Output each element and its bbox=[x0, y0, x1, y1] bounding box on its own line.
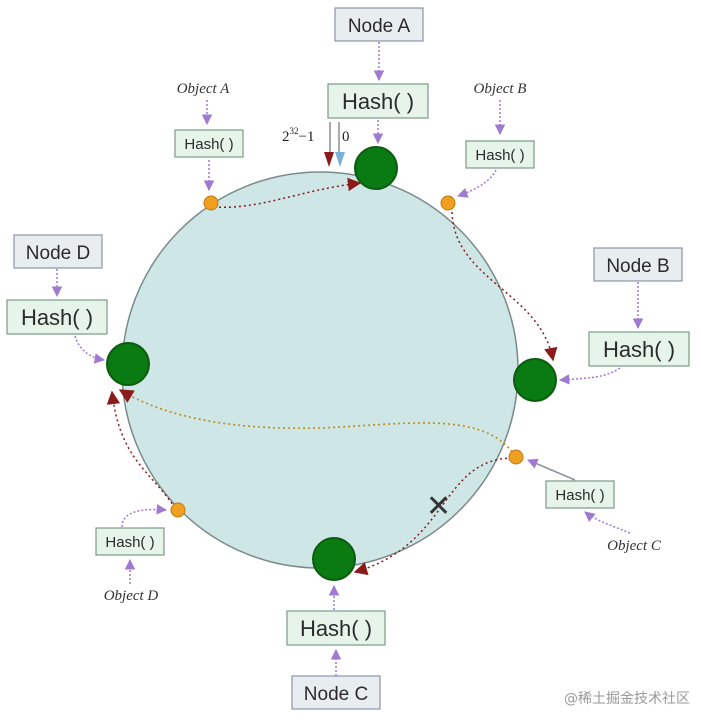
object-c-group: Hash( ) Object C bbox=[527, 458, 662, 554]
node-d-hash: Hash( ) bbox=[21, 305, 93, 330]
node-a-point bbox=[354, 146, 398, 190]
node-b-group: Node B Hash( ) bbox=[558, 247, 690, 385]
ring-origin-marker: 232−1 0 bbox=[282, 122, 350, 167]
object-b-point bbox=[440, 195, 456, 211]
object-a-point bbox=[203, 195, 219, 211]
cross-mark: ✕ bbox=[426, 489, 451, 524]
object-d-label: Object D bbox=[104, 588, 159, 604]
object-a-hash: Hash( ) bbox=[184, 136, 233, 153]
path-object-a-to-node-a bbox=[213, 177, 362, 209]
object-b-group: Object B Hash( ) bbox=[457, 81, 535, 198]
node-c-group: Hash( ) Node C bbox=[286, 584, 386, 710]
node-d-label: Node D bbox=[26, 243, 90, 264]
object-a-group: Object A Hash( ) bbox=[174, 81, 244, 192]
object-c-label: Object C bbox=[607, 538, 662, 554]
object-b-label: Object B bbox=[474, 81, 527, 97]
node-d-point bbox=[106, 342, 150, 386]
node-a-group: Node A Hash( ) bbox=[327, 7, 429, 145]
node-d-group: Node D Hash( ) bbox=[6, 234, 108, 364]
watermark: @稀土掘金技术社区 bbox=[564, 691, 690, 707]
object-d-hash: Hash( ) bbox=[105, 534, 154, 551]
node-a-label: Node A bbox=[348, 16, 411, 37]
path-object-d-to-node-d bbox=[106, 390, 176, 509]
path-object-c-to-node-c bbox=[353, 457, 513, 576]
node-b-point bbox=[513, 358, 557, 402]
object-c-hash: Hash( ) bbox=[555, 487, 604, 504]
node-c-label: Node C bbox=[304, 684, 368, 705]
node-b-hash: Hash( ) bbox=[603, 337, 675, 362]
object-b-hash: Hash( ) bbox=[475, 147, 524, 164]
object-a-label: Object A bbox=[177, 81, 230, 97]
ring-max-label: 232−1 bbox=[282, 126, 314, 145]
node-c-point bbox=[312, 537, 356, 581]
path-object-c-to-node-d bbox=[118, 389, 513, 453]
ring-zero-label: 0 bbox=[342, 129, 350, 145]
object-d-group: Hash( ) Object D bbox=[95, 504, 168, 604]
node-b-label: Node B bbox=[606, 256, 669, 277]
object-c-point bbox=[508, 449, 524, 465]
node-c-hash: Hash( ) bbox=[300, 616, 372, 641]
object-d-point bbox=[170, 502, 186, 518]
node-a-hash: Hash( ) bbox=[342, 89, 414, 114]
